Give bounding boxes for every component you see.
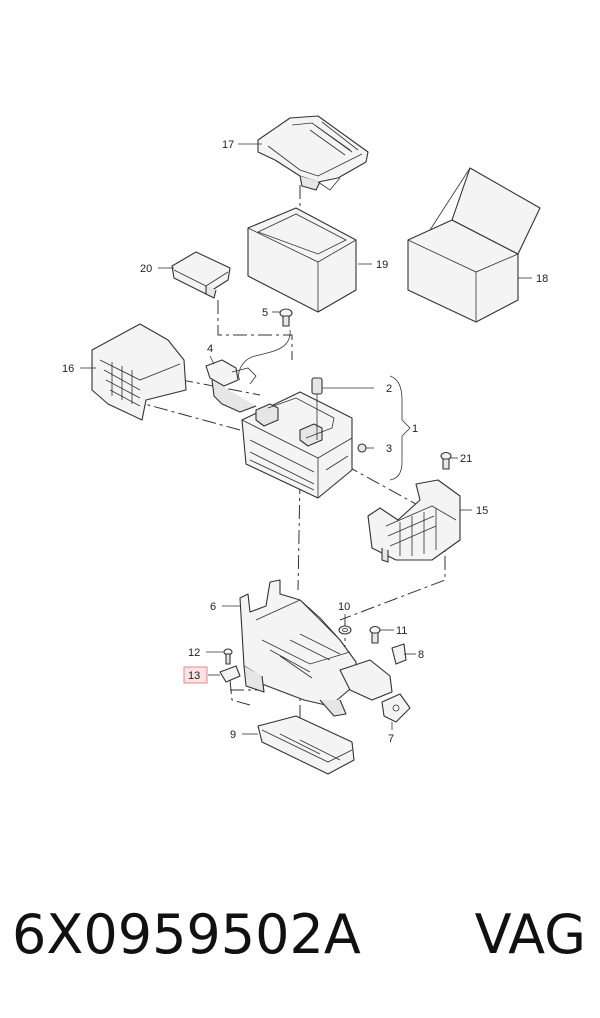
part-15-side-shield [367, 479, 461, 563]
callout-6[interactable]: 6 [210, 601, 216, 613]
callout-8[interactable]: 8 [418, 649, 424, 661]
part-10-nut [338, 625, 352, 635]
part-11-bolt [369, 625, 381, 644]
brand-name: VAG [474, 903, 586, 966]
callout-16[interactable]: 16 [62, 363, 74, 375]
part-19-insulation-box [247, 207, 357, 313]
part-1-battery [241, 391, 353, 499]
part-8-bracket [391, 643, 407, 665]
part-21-bolt [440, 451, 452, 470]
callouts: 17 19 18 20 5 4 16 2 1 3 21 15 6 10 11 8… [62, 139, 548, 745]
part-13-clip [219, 665, 241, 683]
part-9-base-plate [257, 715, 355, 775]
callout-17[interactable]: 17 [222, 139, 234, 151]
part-7-support-bracket [339, 659, 411, 723]
callout-20[interactable]: 20 [140, 263, 152, 275]
callout-5[interactable]: 5 [262, 307, 268, 319]
part-3-screw [357, 443, 367, 453]
part-5-bolt [279, 308, 293, 327]
callout-2[interactable]: 2 [386, 383, 392, 395]
part-4-terminal-clamp [205, 329, 291, 413]
callout-7[interactable]: 7 [388, 733, 394, 745]
callout-10[interactable]: 10 [338, 601, 350, 613]
part-16-side-shield [91, 323, 187, 421]
callout-19[interactable]: 19 [376, 259, 388, 271]
footer: 6X0959502A VAG [0, 895, 600, 975]
callout-3[interactable]: 3 [386, 443, 392, 455]
part-2-connector [311, 377, 323, 440]
callout-1[interactable]: 1 [412, 423, 418, 435]
callout-18[interactable]: 18 [536, 273, 548, 285]
callout-11[interactable]: 11 [396, 625, 407, 637]
part-12-screw [223, 648, 233, 665]
callout-13[interactable]: 13 [188, 670, 200, 682]
callout-4[interactable]: 4 [207, 343, 213, 355]
part-18-open-box [407, 167, 541, 323]
callout-9[interactable]: 9 [230, 729, 236, 741]
leader-lines [80, 143, 532, 735]
part-6-battery-tray [239, 579, 357, 717]
part-20-terminal-cap [171, 251, 231, 299]
callout-12[interactable]: 12 [188, 647, 200, 659]
part-17-battery-cover [257, 115, 369, 191]
callout-13-highlight [183, 666, 208, 684]
callout-15[interactable]: 15 [476, 505, 488, 517]
callout-21[interactable]: 21 [460, 453, 472, 465]
part-number: 6X0959502A [12, 903, 361, 966]
